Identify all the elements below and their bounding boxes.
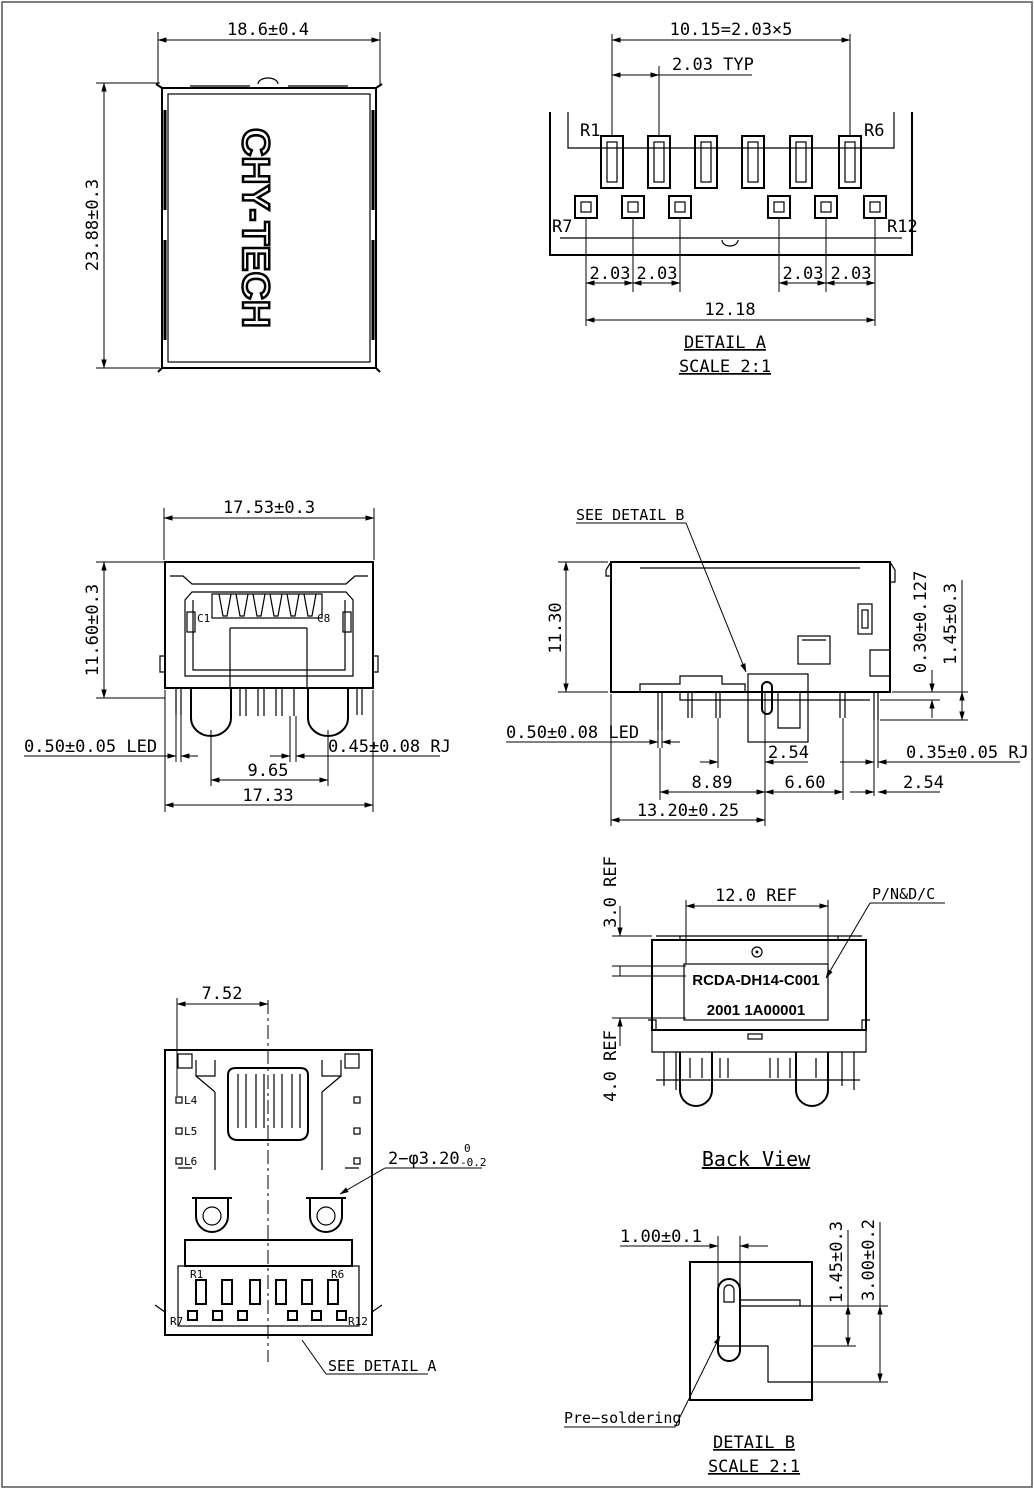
detail-b: 1.00±0.1 1.45±0.3 3.00±0.2 Pre−soldering… xyxy=(564,1219,888,1477)
side-height: 11.30 xyxy=(546,602,566,653)
detail-b-dim-b: 3.00±0.2 xyxy=(859,1219,879,1301)
front-height: 11.60±0.3 xyxy=(83,584,103,676)
front-contacts xyxy=(211,593,323,619)
bottom-row-pins xyxy=(574,195,887,219)
detail-b-note: Pre−soldering xyxy=(564,1409,681,1427)
detail-a-scale: SCALE 2:1 xyxy=(679,357,771,377)
bottom-r1: R1 xyxy=(190,1268,203,1281)
front-view: C1 C8 17.53±0.3 11.60±0.3 0.50±0.05 LED … xyxy=(24,498,451,812)
detail-a-r7: R7 xyxy=(552,217,572,237)
bottom-r12: R12 xyxy=(348,1315,368,1328)
bottom-r6: R6 xyxy=(331,1268,344,1281)
detail-a-pitch-typ: 2.03 TYP xyxy=(672,55,754,75)
led-label-l5: L5 xyxy=(184,1125,197,1138)
back-view-title: Back View xyxy=(702,1147,811,1171)
side-dist-a: 8.89 xyxy=(692,773,733,793)
detail-a-gap-4: 2.03 xyxy=(831,264,872,284)
side-view: SEE DETAIL B 11.30 0.30±0.127 1.45±0.3 0… xyxy=(506,506,1029,826)
date-code: 2001 1A00001 xyxy=(707,1002,805,1019)
hole-tol-lower: -0.2 xyxy=(460,1156,487,1169)
top-width-dim: 18.6±0.4 xyxy=(227,20,309,40)
side-dist-b: 6.60 xyxy=(785,773,826,793)
side-pitch-a: 2.54 xyxy=(768,743,809,763)
bottom-see-detail-a: SEE DETAIL A xyxy=(328,1357,436,1375)
bottom-view: L4 L5 L6 R1 R6 R7 R12 xyxy=(154,984,487,1375)
top-height-dim: 23.88±0.3 xyxy=(83,179,103,271)
front-width-top: 17.53±0.3 xyxy=(223,498,315,518)
detail-a-gap-3: 2.03 xyxy=(783,264,824,284)
side-depth: 13.20±0.25 xyxy=(637,801,739,821)
detail-a-r6: R6 xyxy=(864,121,884,141)
bottom-lower-pins xyxy=(187,1310,347,1321)
detail-a-pitch-total: 10.15=2.03×5 xyxy=(670,20,793,40)
detail-a-title: DETAIL A xyxy=(684,333,766,353)
led-label-l6: L6 xyxy=(184,1155,197,1168)
detail-b-width: 1.00±0.1 xyxy=(620,1227,702,1247)
back-view: RCDA-DH14-C001 2001 1A00001 3.0 REF 4.0 … xyxy=(601,856,945,1171)
detail-a-overall: 12.18 xyxy=(704,300,755,320)
front-c1: C1 xyxy=(197,612,210,625)
hole-note: 2−φ3.20 xyxy=(388,1149,460,1169)
detail-b-scale: SCALE 2:1 xyxy=(708,1457,800,1477)
side-led-pin: 0.50±0.08 LED xyxy=(506,723,639,743)
front-rj-pin: 0.45±0.08 RJ xyxy=(328,737,451,757)
logo-text: CHY-TECH xyxy=(234,128,276,328)
back-ref-top: 3.0 REF xyxy=(601,856,621,928)
side-standoff: 1.45±0.3 xyxy=(941,583,961,665)
detail-a-gap-2: 2.03 xyxy=(637,264,678,284)
detail-a-r1: R1 xyxy=(580,121,600,141)
part-number: RCDA-DH14-C001 xyxy=(692,972,820,989)
side-thickness: 0.30±0.127 xyxy=(911,571,931,673)
detail-a: R1 R6 R7 R12 10.15=2.03×5 2.03 TYP 2.03 … xyxy=(549,20,918,377)
detail-b-title: DETAIL B xyxy=(713,1433,795,1453)
hole-tol-upper: 0 xyxy=(464,1142,471,1155)
back-ref-width: 12.0 REF xyxy=(715,886,797,906)
back-ref-bottom: 4.0 REF xyxy=(601,1030,621,1102)
top-view: CHY-TECH 18.6±0.4 23.88±0.3 xyxy=(83,20,383,373)
bottom-top-pins xyxy=(195,1279,339,1305)
detail-a-gap-1: 2.03 xyxy=(590,264,631,284)
detail-b-dim-a: 1.45±0.3 xyxy=(827,1221,847,1303)
side-rj-pin: 0.35±0.05 RJ xyxy=(906,743,1029,763)
front-led-pin: 0.50±0.05 LED xyxy=(24,737,157,757)
front-width-bottom: 17.33 xyxy=(242,786,293,806)
side-pitch-b: 2.54 xyxy=(903,773,944,793)
bottom-offset: 7.52 xyxy=(202,984,243,1004)
led-label-l4: L4 xyxy=(184,1094,198,1107)
front-c8: C8 xyxy=(317,612,330,625)
back-label-callout: P/N&D/C xyxy=(872,885,935,903)
detail-a-r12: R12 xyxy=(887,217,918,237)
side-see-detail-b: SEE DETAIL B xyxy=(576,506,684,524)
front-post-spacing: 9.65 xyxy=(248,761,289,781)
bottom-r7: R7 xyxy=(170,1315,183,1328)
top-row-pins xyxy=(600,135,862,189)
